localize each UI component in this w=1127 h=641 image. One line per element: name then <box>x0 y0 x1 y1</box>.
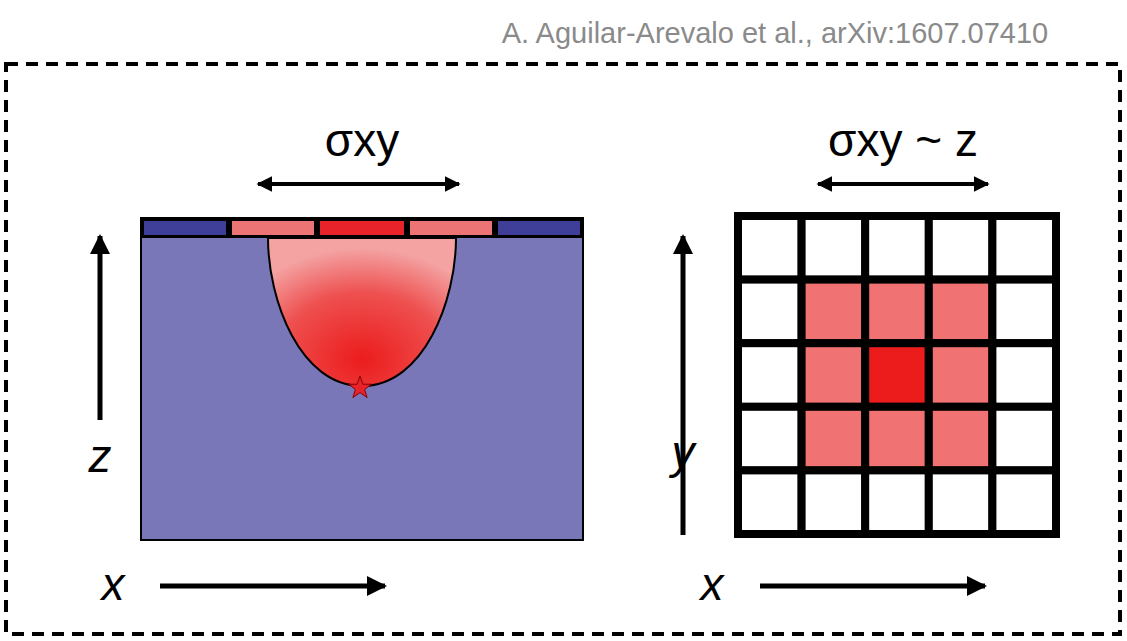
pixel-cell <box>929 343 993 407</box>
pixel-cell <box>929 216 993 280</box>
pixel-cell <box>802 216 866 280</box>
pixel-cell <box>992 280 1056 344</box>
axis-arrow <box>98 236 103 420</box>
pixel-cell <box>802 470 866 534</box>
pixel-cell <box>738 280 802 344</box>
pixel-cell <box>865 343 929 407</box>
axis-label: x <box>96 561 131 607</box>
width-arrow <box>258 182 459 186</box>
pixel-cell <box>929 470 993 534</box>
pixel-cell <box>738 216 802 280</box>
pixel-cell <box>992 407 1056 471</box>
pixel-cell <box>802 280 866 344</box>
axis-arrow <box>681 236 686 535</box>
charge-cloud <box>268 238 456 386</box>
spread-label: σxy ~ z <box>824 117 982 163</box>
pixel-grid <box>738 216 1056 534</box>
pixel <box>144 221 226 235</box>
pixel-strip <box>141 218 583 238</box>
interaction-star <box>349 376 372 398</box>
axis-arrow <box>760 584 985 589</box>
pixel-cell <box>865 470 929 534</box>
pixel-cell <box>992 343 1056 407</box>
axis-label: z <box>83 433 118 479</box>
axis-label: y <box>666 429 701 475</box>
pixel-cell <box>802 407 866 471</box>
pixel <box>498 221 580 235</box>
pixel-cell <box>865 216 929 280</box>
pixel-cell <box>738 343 802 407</box>
pixel-cell <box>865 280 929 344</box>
pixel <box>232 221 314 235</box>
width-arrow <box>818 182 988 186</box>
pixel-cell <box>802 343 866 407</box>
pixel <box>410 221 492 235</box>
axis-arrow <box>160 584 385 589</box>
pixel-cell <box>738 470 802 534</box>
spread-label: σxy <box>321 117 403 163</box>
pixel-cell <box>929 407 993 471</box>
citation: A. Aguilar-Arevalo et al., arXiv:1607.07… <box>498 19 1053 48</box>
sensor-block <box>141 218 583 540</box>
pixel-cell <box>992 470 1056 534</box>
pixel-cell <box>865 407 929 471</box>
pixel-cell <box>992 216 1056 280</box>
axis-label: x <box>695 561 730 607</box>
pixel <box>320 221 404 235</box>
pixel-cell <box>738 407 802 471</box>
dashed-frame <box>6 64 1120 634</box>
pixel-cell <box>929 280 993 344</box>
